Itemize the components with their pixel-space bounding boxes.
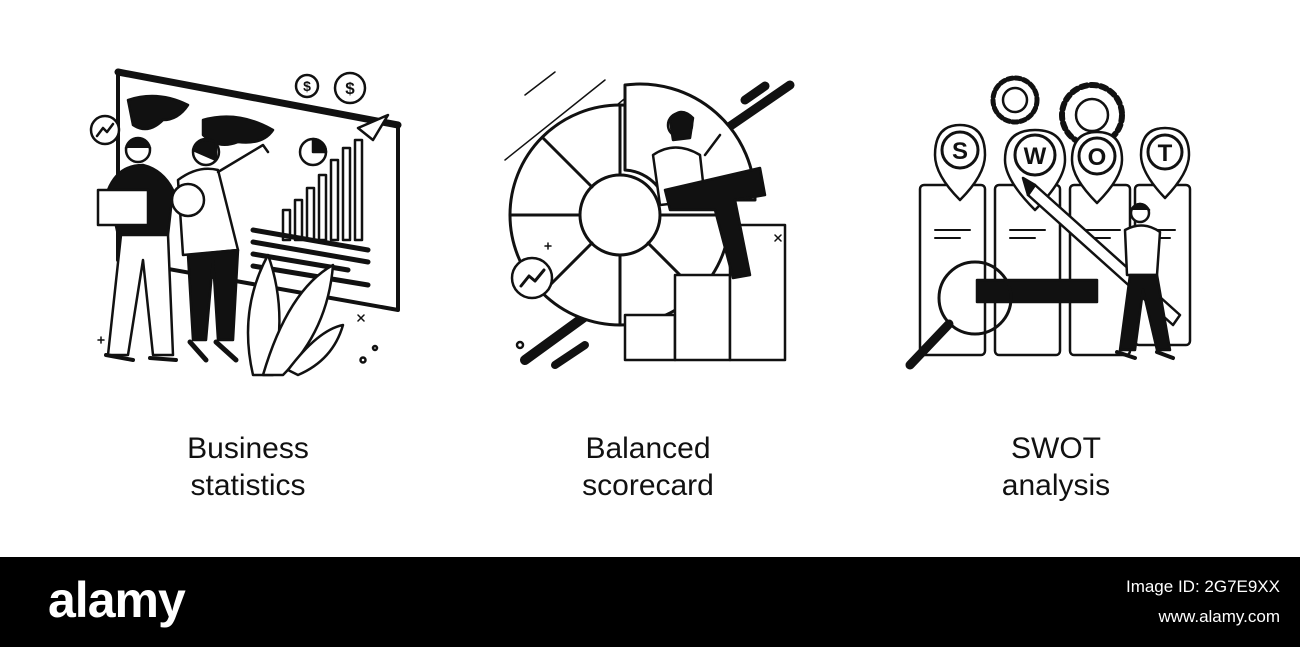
caption-line: Balanced [585, 432, 711, 465]
caption-line: scorecard [582, 469, 714, 502]
dollar-coin-2: $ [345, 79, 355, 98]
caption-line: analysis [1001, 469, 1111, 502]
balanced-scorecard-illustration [495, 60, 815, 390]
business-statistics-illustration: $ $ [88, 60, 408, 390]
caption-line: SWOT [1011, 432, 1101, 465]
caption-swot-analysis: SWOT analysis [896, 430, 1216, 504]
swot-letter-s: S [952, 138, 968, 165]
image-id-label: Image ID: 2G7E9XX [1125, 577, 1280, 596]
caption-balanced-scorecard: Balanced scorecard [488, 430, 808, 504]
watermark-footer: alamy Image ID: 2G7E9XX www.alamy.com [0, 557, 1300, 647]
dollar-coin-1: $ [303, 78, 311, 94]
swot-letter-o: O [1088, 144, 1107, 171]
caption-line: statistics [190, 469, 306, 502]
alamy-logo[interactable]: alamy [48, 572, 186, 628]
site-url[interactable]: www.alamy.com [1158, 607, 1280, 626]
caption-business-statistics: Business statistics [88, 430, 408, 504]
swot-letter-w: W [1024, 143, 1047, 170]
caption-line: Business [187, 432, 309, 465]
swot-analysis-illustration: S W O T [895, 60, 1215, 390]
swot-letter-t: T [1158, 140, 1173, 167]
